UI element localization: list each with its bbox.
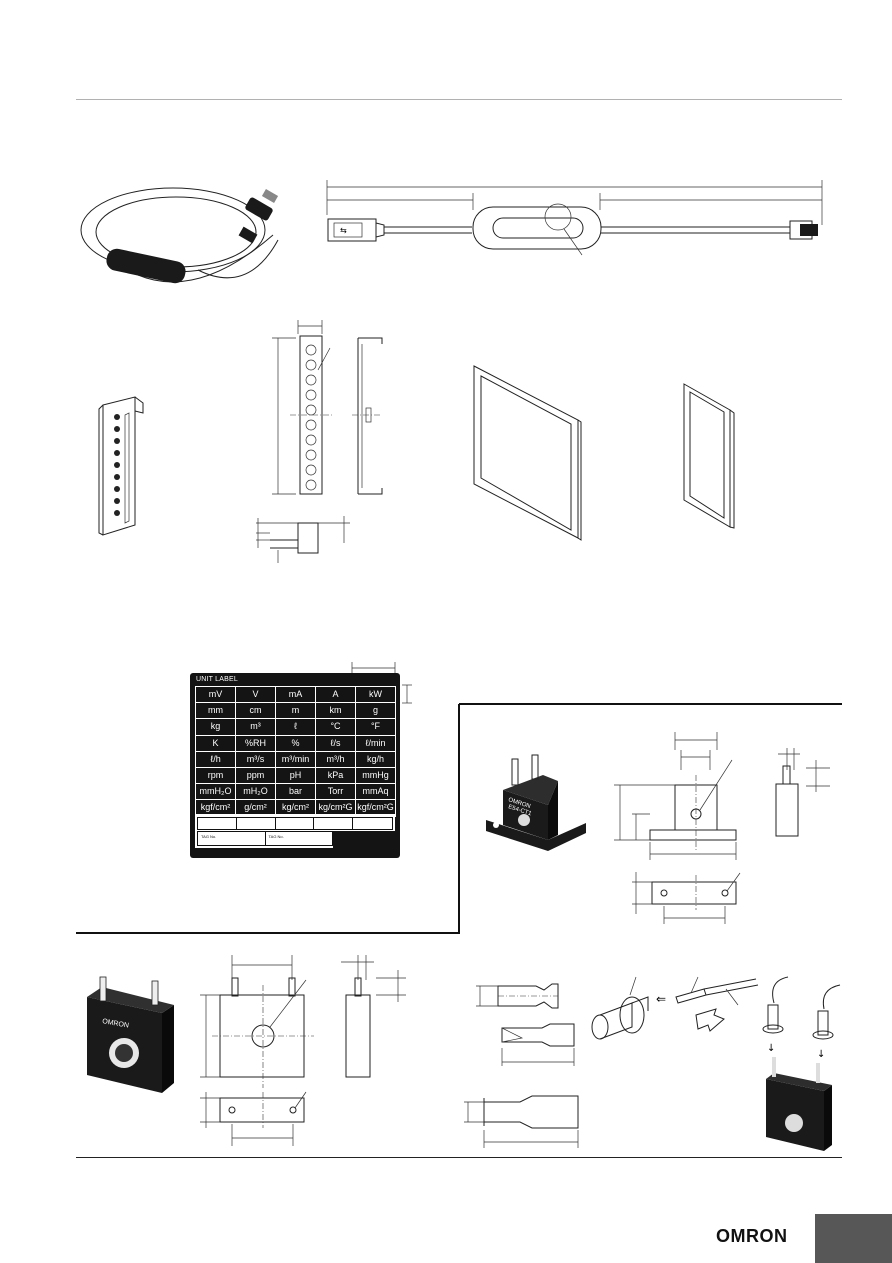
unit-cell: kg/h <box>356 751 396 768</box>
unit-cell: kg <box>196 719 236 736</box>
terminal-cover-drawing <box>256 320 383 563</box>
ct-with-plugs-photo: ↓ ↓ <box>762 976 841 1151</box>
unit-cell: ℓ/s <box>316 735 356 752</box>
unit-cell: °F <box>356 719 396 736</box>
ct-small-drawing <box>614 732 830 924</box>
unit-cell: m³/h <box>316 751 356 768</box>
usb-cable-photo <box>80 187 279 284</box>
unit-cell: K <box>196 735 236 752</box>
unit-cell: cm <box>236 703 276 720</box>
terminal-cover-photo <box>98 396 144 536</box>
insert-arrow-icon: ⇐ <box>656 992 666 1006</box>
unit-cell: ℓ/h <box>196 751 236 768</box>
tag-number-boxes: TAG No. TAG No. <box>197 831 333 846</box>
ct-large-brand-marking: OMRON <box>102 1018 130 1030</box>
ct-small-photo: OMRON E54-CT1 <box>486 754 586 851</box>
panel-seal-square <box>473 365 582 541</box>
unit-cell: mmHg <box>356 767 396 785</box>
page-tab <box>815 1214 892 1263</box>
header-rule <box>76 99 842 100</box>
omron-logo: OMRON <box>716 1226 788 1246</box>
unit-cell: m <box>276 703 316 720</box>
unit-cell: A <box>316 687 356 704</box>
down-arrow-icon: ↓ <box>817 1049 825 1060</box>
unit-label-title: UNIT LABEL <box>196 676 238 683</box>
unit-cell: V <box>236 687 276 704</box>
unit-cell: mH₂O <box>236 784 276 801</box>
unit-label-dimension <box>351 662 412 704</box>
unit-cell: rpm <box>196 767 236 785</box>
unit-cell: %RH <box>236 735 276 752</box>
unit-cell: m³/s <box>236 751 276 768</box>
unit-cell: ℓ/min <box>356 735 396 752</box>
ct-large-drawing <box>200 955 406 1146</box>
unit-cell: mmAq <box>356 784 396 801</box>
svg-text:⇆: ⇆ <box>340 226 347 235</box>
blank-cells <box>197 817 393 830</box>
section-frame <box>76 703 842 934</box>
tag-number-label: TAG No. <box>268 834 284 839</box>
unit-cell: g <box>356 703 396 720</box>
unit-cell: mA <box>276 687 316 704</box>
crimp-terminal-drawing <box>464 983 579 1148</box>
unit-cell: km <box>316 703 356 720</box>
unit-cell: Torr <box>316 784 356 801</box>
unit-cell: m³ <box>236 719 276 736</box>
unit-cell: mV <box>196 687 236 704</box>
unit-cell: ppm <box>236 767 276 785</box>
unit-cell: % <box>276 735 316 752</box>
unit-cell: m³/min <box>276 751 316 768</box>
unit-cell: mmH₂O <box>196 784 236 801</box>
usb-cable-drawing: ⇆ <box>326 180 823 256</box>
footer-rule <box>76 1157 842 1158</box>
ct-large-photo: OMRON <box>87 976 174 1093</box>
unit-cell: kW <box>356 687 396 704</box>
unit-cell: pH <box>276 767 316 785</box>
unit-cell: °C <box>316 719 356 736</box>
unit-label-blank-area: TAG No. TAG No. <box>195 814 395 848</box>
tag-number-label: TAG No. <box>198 832 266 845</box>
panel-seal-narrow <box>683 383 735 529</box>
unit-cell: kPa <box>316 767 356 785</box>
unit-cell: ℓ <box>276 719 316 736</box>
plug-assembly-sketch: ⇐ <box>591 976 759 1040</box>
down-arrow-icon: ↓ <box>767 1043 775 1054</box>
unit-cell: mm <box>196 703 236 720</box>
unit-cell: bar <box>276 784 316 801</box>
